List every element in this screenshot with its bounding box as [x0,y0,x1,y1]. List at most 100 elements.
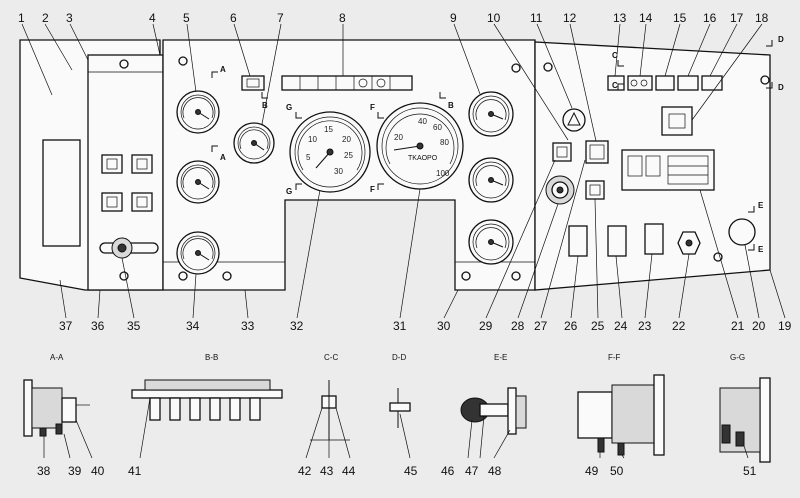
callout-number: 44 [342,464,356,478]
section-mark-letter: G [286,103,292,112]
callouts-top: 1 2 3 4 5 6 7 8 9 10 11 12 13 14 15 16 1… [18,11,769,25]
callout-number: 49 [585,464,599,478]
section-mark-letter: E [758,245,764,254]
callout-number: 40 [91,464,105,478]
speedo-tick-label: 40 [418,117,427,126]
callout-number: 11 [530,11,543,25]
speedo-tick-label: 60 [433,123,442,132]
callout-number: 32 [290,319,304,333]
section-mark-letter: C [612,51,618,60]
callout-number: 6 [230,11,237,25]
right-panel-controls [545,75,756,257]
callout-number: 42 [298,464,312,478]
right-gauges [468,91,514,265]
callout-number: 19 [778,319,792,333]
callout-number: 47 [465,464,479,478]
section-mark-letter: B [448,101,454,110]
section-view-dd: D-D [389,353,411,459]
speedo-tick-label: 80 [440,138,449,147]
callout-number: 34 [186,319,200,333]
display-window [42,139,81,247]
callout-number: 43 [320,464,334,478]
section-mark-letter: D [778,83,784,92]
section-mark-letter: A [220,65,226,74]
section-view-title: D-D [392,353,406,362]
callout-number: 20 [752,319,766,333]
section-view-ee: E-E [460,353,527,459]
callout-number: 30 [437,319,451,333]
left-gauges [176,90,275,275]
tacho-tick-label: 30 [334,167,343,176]
callout-number: 27 [534,319,548,333]
callout-number: 29 [479,319,493,333]
callout-number: 21 [731,319,745,333]
section-marks: A A B B C C D D E E F F G G [211,35,784,254]
callout-number: 17 [730,11,744,25]
callout-number: 51 [743,464,757,478]
callout-number: 7 [277,11,284,25]
mounting-screws [119,56,770,281]
callout-number: 18 [755,11,769,25]
callout-number: 46 [441,464,455,478]
callout-number: 23 [638,319,652,333]
speedo-brand: TKAOPO [408,155,438,162]
callout-number: 37 [59,319,73,333]
speedo-tick-label: 20 [394,133,403,142]
callout-number: 38 [37,464,51,478]
callout-number: 5 [183,11,190,25]
callout-number: 1 [18,11,25,25]
section-view-title: G-G [730,353,745,362]
callout-number: 14 [639,11,653,25]
callout-number: 22 [672,319,686,333]
callout-number: 3 [66,11,73,25]
section-mark-letter: A [220,153,226,162]
speedo-tick-label: 100 [436,169,450,178]
leader-lines [21,23,786,319]
callout-number: 50 [610,464,624,478]
section-view-ff: F-F [577,353,665,459]
callout-number: 12 [563,11,577,25]
section-mark-letter: B [262,101,268,110]
callout-number: 16 [703,11,717,25]
tacho-tick-label: 20 [342,135,351,144]
callout-number: 41 [128,464,142,478]
section-view-aa: A-A [23,353,93,459]
tacho-tick-label: 15 [324,125,333,134]
callout-number: 24 [614,319,628,333]
callout-number: 45 [404,464,418,478]
tacho-tick-label: 10 [308,135,317,144]
callout-number: 28 [511,319,525,333]
callout-number: 2 [42,11,49,25]
callout-number: 31 [393,319,407,333]
callout-number: 48 [488,464,502,478]
callouts-sections: 38 39 40 41 42 43 44 45 46 47 48 49 50 5… [37,464,757,478]
callout-number: 10 [487,11,501,25]
section-view-title: E-E [494,353,507,362]
section-view-title: C-C [324,353,338,362]
callout-number: 35 [127,319,141,333]
section-view-cc: C-C [305,353,351,459]
left-switch-group [99,154,159,259]
callout-number: 4 [149,11,156,25]
callout-number: 15 [673,11,687,25]
tachometer: 5 10 15 20 25 30 [289,111,371,193]
callout-number: 36 [91,319,105,333]
callout-number: 25 [591,319,605,333]
callout-number: 39 [68,464,82,478]
section-mark-letter: F [370,103,375,112]
callout-number: 8 [339,11,346,25]
callout-number: 9 [450,11,457,25]
section-view-title: B-B [205,353,218,362]
section-mark-letter: D [778,35,784,44]
speedometer: 20 40 60 80 100 TKAOPO [376,102,464,190]
indicator-strip [241,75,413,91]
section-view-bb: B-B [131,353,283,459]
section-view-title: F-F [608,353,621,362]
tacho-tick-label: 5 [306,153,311,162]
callout-number: 33 [241,319,255,333]
callout-number: 13 [613,11,627,25]
callouts-bottom: 19 20 21 22 23 24 25 26 27 28 29 30 31 3… [59,319,792,333]
callout-number: 26 [564,319,578,333]
section-mark-letter: C [612,81,618,90]
